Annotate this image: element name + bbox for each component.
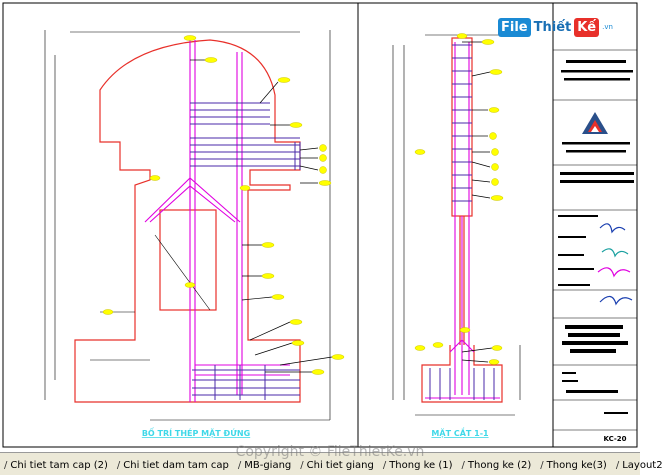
sheet-number: KC-20 <box>603 435 626 443</box>
section-rebar <box>425 42 500 399</box>
layout-tab[interactable]: /Layout2 <box>615 460 663 471</box>
tab-label: Chi tiet giang <box>306 460 374 471</box>
tab-label: Chi tiet tam cap (2) <box>10 460 108 471</box>
site-logo: File Thiết Kế .vn <box>498 14 613 40</box>
layout-tab[interactable]: /Thong ke (1) <box>382 460 453 471</box>
layout-tab[interactable]: /Chi tiet dam tam cap <box>116 460 229 471</box>
section-stirrups <box>429 44 495 400</box>
elevation-leaders <box>190 59 333 373</box>
logo-part-3: Kế <box>574 17 600 37</box>
tab-label: Thong ke (2) <box>467 460 532 471</box>
layout-tab[interactable]: /Thong ke(3) <box>540 460 607 471</box>
section-label-dots <box>414 33 504 365</box>
title-block <box>553 49 637 431</box>
elevation-outline <box>74 39 301 403</box>
sheet-border <box>2 2 638 448</box>
drawing-canvas[interactable]: BỐ TRÍ THÉP MẶT ĐỨNG <box>0 0 640 455</box>
layout-tab[interactable]: /Thong ke (2) <box>461 460 532 471</box>
tab-label: MB-giang <box>244 460 292 471</box>
tab-label: Layout2 <box>622 460 663 471</box>
tab-label: Chi tiet dam tam cap <box>123 460 229 471</box>
layout-tab[interactable]: /Chi tiet tam cap (2) <box>4 460 108 471</box>
logo-part-2: Thiết <box>533 19 572 35</box>
cad-drawing[interactable]: BỐ TRÍ THÉP MẶT ĐỨNG <box>0 0 640 455</box>
section-leaders <box>461 41 493 363</box>
tab-label: Thong ke(3) <box>546 460 607 471</box>
logo-suffix: .vn <box>602 23 613 31</box>
section-title: MẶT CẮT 1-1 <box>431 426 489 438</box>
title-block-text-bars <box>558 60 634 414</box>
elevation-label-dots <box>102 35 345 375</box>
section-dimensions <box>392 34 521 416</box>
layout-tab[interactable]: /MB-giang <box>237 460 292 471</box>
elevation-title: BỐ TRÍ THÉP MẶT ĐỨNG <box>142 426 250 438</box>
tab-label: Thong ke (1) <box>389 460 453 471</box>
layout-tab-bar: /Chi tiet tam cap (2) /Chi tiet dam tam c… <box>0 452 663 475</box>
elevation-stirrups <box>190 102 301 400</box>
company-logo-icon <box>582 112 608 134</box>
signature-icon <box>597 223 633 306</box>
elevation-rebar <box>144 40 290 402</box>
layout-tab[interactable]: /Chi tiet giang <box>300 460 374 471</box>
logo-part-1: File <box>498 17 531 37</box>
elevation-dimensions <box>44 30 331 421</box>
